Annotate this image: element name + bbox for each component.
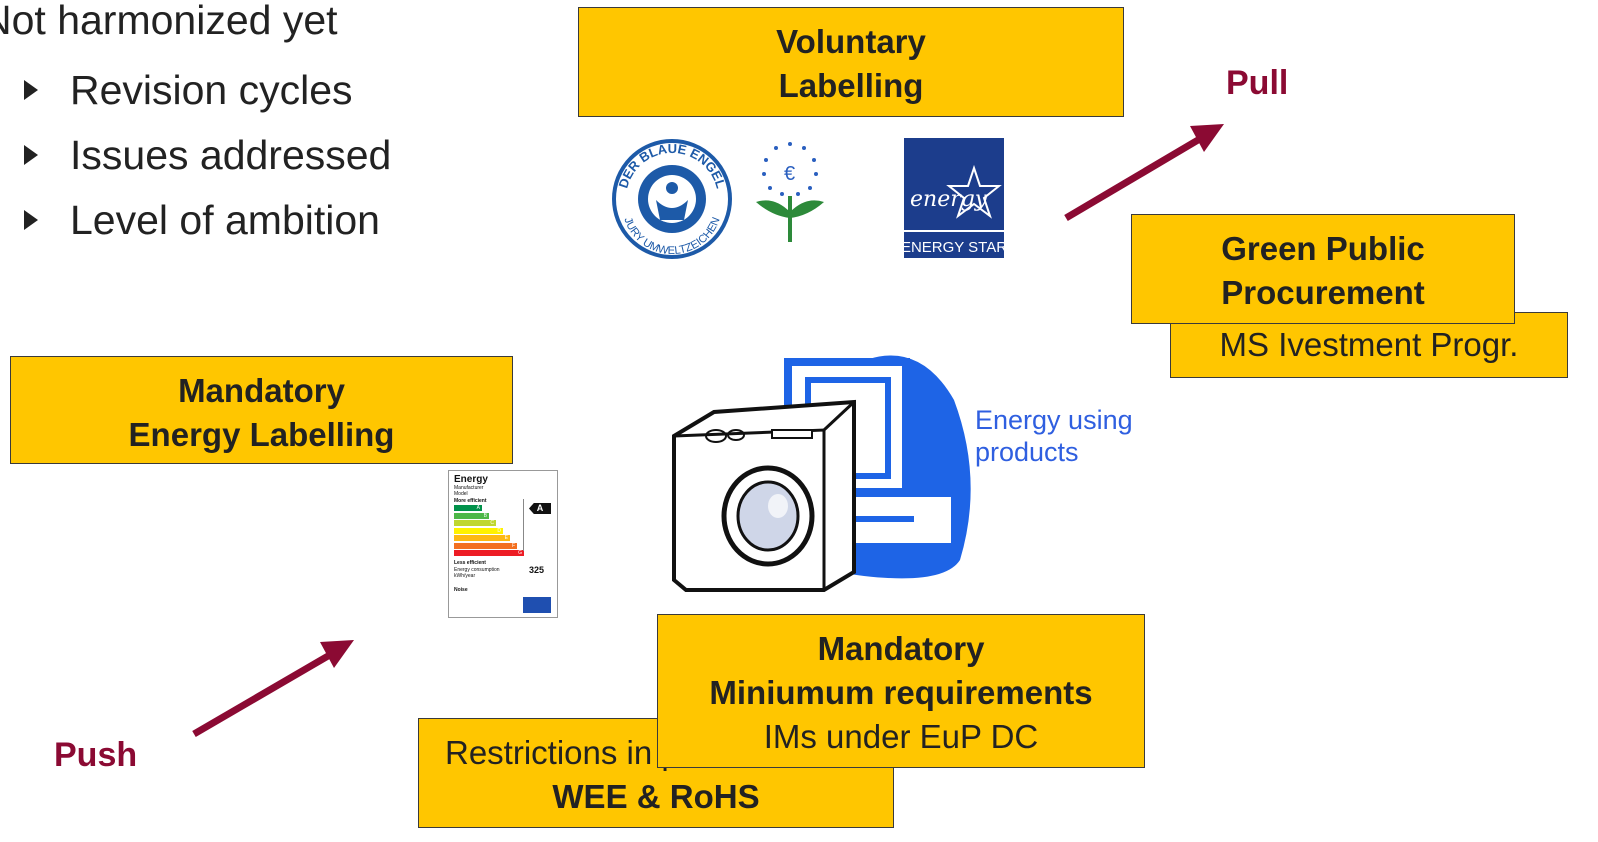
push-arrow-icon [192,640,354,738]
pull-arrow-icon [1064,124,1224,222]
energy-label-noise: Noise [454,587,468,593]
box-line: Mandatory [178,372,345,409]
bullet-triangle-icon [24,80,38,100]
energy-consumption-value: 325 [529,565,545,575]
box-line: MS Ivestment Progr. [1219,326,1519,363]
energy-star-caption: ENERGY STAR [904,239,1004,256]
energy-using-products-icon [672,355,971,592]
box-line: WEE & RoHS [552,778,760,815]
grade-bar: C [454,520,496,526]
grade-bar: A [454,505,482,511]
blaue-engel-logo-icon: DER BLAUE ENGEL JURY UMWELTZEICHEN [612,139,732,259]
energy-label-model: Model [454,491,468,497]
box-line: Labelling [778,67,924,104]
energy-using-products-label: Energy using products [975,404,1133,468]
eup-line: Energy using [975,405,1133,435]
grade-bar: D [454,527,503,534]
energy-consumption-label: Energy consumption kWh/year [454,567,500,579]
bullet-item: Level of ambition [24,188,380,253]
eup-line: products [975,437,1079,467]
energy-label-title: Energy [454,474,488,485]
bullet-item: Revision cycles [24,58,353,123]
energy-label-card: Energy Manufacturer Model More efficient… [448,470,558,618]
grade-bar: E [454,535,510,541]
mandatory-energy-labelling-box: Mandatory Energy Labelling [10,356,513,464]
bullet-triangle-icon [24,145,38,165]
energy-star-logo-icon: energy ENERGY STAR [904,138,1004,258]
svg-text:€: € [784,163,795,185]
grade-bar: F [454,542,517,549]
eu-flag-icon [523,597,551,613]
bullet-triangle-icon [24,210,38,230]
intro-heading: Not harmonized yet [0,0,338,43]
pull-label: Pull [1226,64,1289,102]
box-line: Green Public [1221,230,1425,267]
push-label: Push [54,736,138,774]
mandatory-minimum-box: Mandatory Miniumum requirements IMs unde… [657,614,1145,768]
box-line: Restrictions in p [445,734,680,771]
grade-bar: G [454,550,524,556]
energy-label-more-efficient: More efficient [454,498,487,504]
energy-rating-arrow: A [529,503,551,514]
energy-grade-bars: A B C D E F G [454,505,524,556]
box-line: Procurement [1221,274,1425,311]
box-line: IMs under EuP DC [763,718,1039,755]
energy-label-manufacturer: Manufacturer [454,485,484,491]
voluntary-labelling-box: Voluntary Labelling [578,7,1124,117]
rating-column [523,499,554,551]
box-line: Miniumum requirements [709,674,1093,711]
grade-bar: B [454,512,489,519]
box-line: Mandatory [817,630,985,667]
box-line: Voluntary [776,23,926,60]
box-line: Energy Labelling [128,416,395,453]
bullet-item: Issues addressed [24,123,391,188]
energy-star-script: energy [910,187,988,212]
eu-flower-icon: € [756,142,824,242]
energy-label-less-efficient: Less efficient [454,560,486,566]
green-procurement-box: Green Public Procurement [1131,214,1515,324]
